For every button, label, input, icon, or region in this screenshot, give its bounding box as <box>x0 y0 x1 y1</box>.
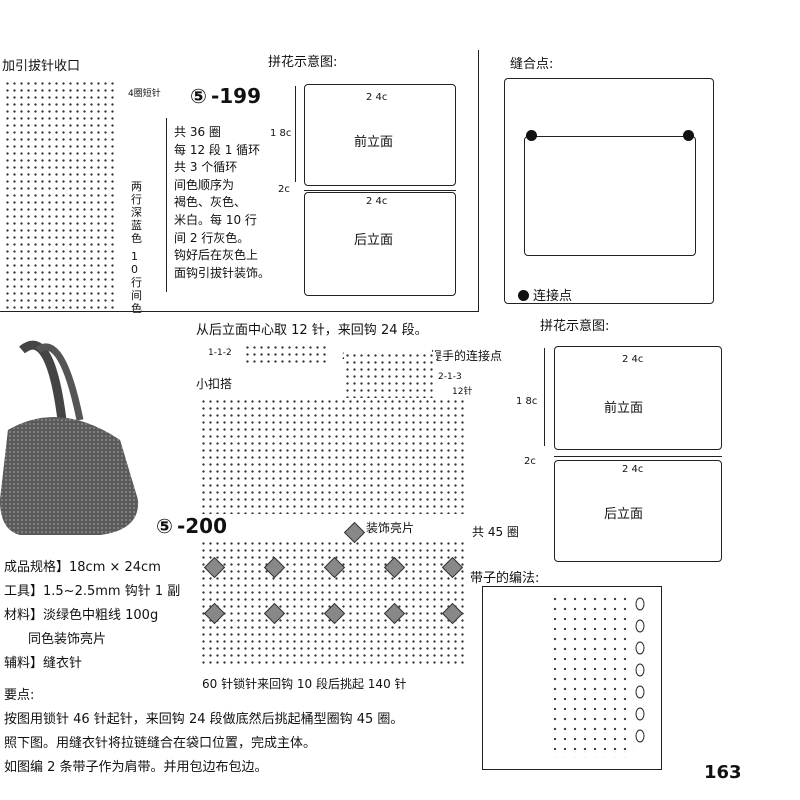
rounds-label: 共 45 圈 <box>472 525 519 539</box>
layout2-back-panel <box>554 460 722 562</box>
layout2-height-side: 1 8c <box>516 396 538 407</box>
center-bottom-note: 60 针锁针来回钩 10 段后挑起 140 针 <box>202 677 407 691</box>
divider-top-vertical <box>478 50 479 312</box>
handle-tab-right <box>344 352 436 400</box>
layout2-gap-label: 2c <box>524 456 536 467</box>
side-note-alternate: 10行间色 <box>131 250 142 315</box>
divider-top-horizontal <box>0 311 478 312</box>
layout1-back-label: 后立面 <box>354 233 394 248</box>
handle-label: 提手的连接点 <box>430 349 503 363</box>
step-3: 如图编 2 条带子作为肩带。并用包边布包边。 <box>4 760 268 775</box>
layout2-width-bottom: 2 4c <box>622 464 644 475</box>
strap-title: 带子的编法: <box>470 571 540 586</box>
sewing-title: 缝合点: <box>510 57 554 72</box>
layout2-gap-line <box>554 456 722 457</box>
layout1-width-bottom: 2 4c <box>366 196 388 207</box>
layout2-title: 拼花示意图: <box>540 319 610 334</box>
pattern-199-instructions: 共 36 圈 每 12 段 1 循环 共 3 个循环 间色顺序为 褐色、灰色、 … <box>174 125 271 280</box>
spec-material-2: 同色装饰亮片 <box>28 632 107 647</box>
layout1-title: 拼花示意图: <box>268 55 338 70</box>
sewing-point-left <box>526 130 537 141</box>
page-number: 163 <box>704 762 742 783</box>
layout1-gap-label: 2c <box>278 184 290 195</box>
sewing-point-right <box>683 130 694 141</box>
bag-photo <box>0 330 145 540</box>
layout1-height-arrow <box>295 86 296 182</box>
layout2-front-label: 前立面 <box>604 401 644 416</box>
sewing-inner-pocket <box>524 136 696 256</box>
layout1-height-side: 1 8c <box>270 128 292 139</box>
step-1: 按图用锁针 46 针起针，来回钩 24 段做底然后挑起桶型圈钩 45 圈。 <box>4 712 404 727</box>
top-left-title: 加引拔针收口 <box>2 59 81 74</box>
layout2-width-top: 2 4c <box>622 354 644 365</box>
spec-tools: 工具】1.5~2.5mm 钩针 1 副 <box>4 584 181 599</box>
spec-aux: 辅料】缝衣针 <box>4 656 83 671</box>
side-note-dark-blue: 两行深蓝色 <box>131 180 142 245</box>
instruction-bracket <box>166 118 167 292</box>
layout2-front-panel <box>554 346 722 450</box>
handle-tab-left <box>244 344 326 366</box>
steps-block: 要点: 按图用锁针 46 针起针，来回钩 24 段做底然后挑起桶型圈钩 45 圈… <box>4 684 403 780</box>
layout1-back-panel <box>304 192 456 296</box>
layout2-back-label: 后立面 <box>604 507 644 522</box>
body-upper-chart <box>200 398 464 514</box>
layout1-gap-line <box>304 190 456 191</box>
layout1-front-label: 前立面 <box>354 135 394 150</box>
strap-edge-loops <box>634 596 646 756</box>
layout2-height-arrow <box>544 348 545 446</box>
spec-size: 成品规格】18cm × 24cm <box>4 560 161 575</box>
strap-stitch-chart <box>550 594 634 758</box>
top-left-stitch-chart <box>4 80 116 310</box>
connection-point-legend-dot <box>518 290 529 301</box>
step-2: 照下图。用缝衣针将拉链缝合在袋口位置，完成主体。 <box>4 736 317 751</box>
layout1-width-top: 2 4c <box>366 92 388 103</box>
sequin-label: 装饰亮片 <box>366 521 415 535</box>
center-top-note: 从后立面中心取 12 针，来回钩 24 段。 <box>196 323 428 338</box>
mark-left: 1-1-2 <box>208 348 232 358</box>
connection-point-legend: 连接点 <box>533 289 573 304</box>
steps-heading: 要点: <box>4 688 35 703</box>
spec-material: 材料】淡绿色中粗线 100g <box>4 608 159 623</box>
pattern-199-number: ⑤-199 <box>190 84 261 108</box>
layout1-front-panel <box>304 84 456 186</box>
stitch-count: 12针 <box>452 387 473 397</box>
specs-block: 成品规格】18cm × 24cm 工具】1.5~2.5mm 钩针 1 副 材料】… <box>4 556 180 676</box>
pattern-200-number: ⑤-200 <box>156 514 227 538</box>
button-label: 小扣搭 <box>196 377 233 391</box>
four-rounds-label: 4圈短针 <box>128 89 161 99</box>
mark-right: 2-1-3 <box>438 372 462 382</box>
